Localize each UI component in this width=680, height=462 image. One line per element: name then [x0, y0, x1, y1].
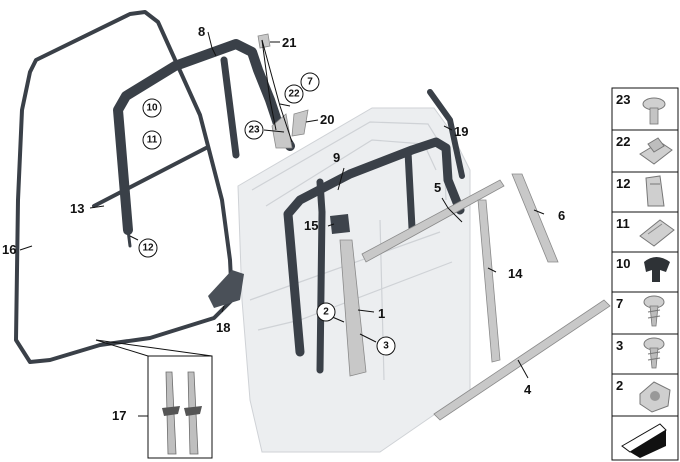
callout-6: 6	[558, 208, 565, 223]
legend-item-2: 2	[616, 378, 671, 413]
pillar-cover	[339, 239, 367, 377]
legend-item-11: 11	[616, 216, 675, 247]
corner-part-23	[271, 113, 293, 149]
callout-labels: 8 21 20 19 9 5 6 15 14 1 4 13 16 18 17	[2, 24, 565, 423]
svg-text:7: 7	[616, 296, 623, 311]
vertical-strip-14	[477, 199, 501, 363]
legend-item-22: 22	[616, 134, 673, 165]
clip-part-21	[257, 33, 271, 49]
callout-20: 20	[320, 112, 334, 127]
circled-callout-22: 22	[284, 84, 304, 104]
trim-strip-6	[511, 173, 559, 263]
svg-text:2: 2	[323, 307, 329, 318]
callout-21: 21	[282, 35, 296, 50]
svg-text:22: 22	[616, 134, 630, 149]
circled-callout-7: 7	[300, 72, 320, 92]
guide-rail	[427, 89, 465, 179]
svg-text:11: 11	[147, 135, 158, 146]
svg-text:12: 12	[616, 176, 630, 191]
svg-text:10: 10	[616, 256, 630, 271]
circled-callout-3: 3	[376, 336, 396, 356]
legend-item-23: 23	[616, 92, 666, 125]
callout-13: 13	[70, 201, 84, 216]
legend-item-7: 7	[616, 295, 665, 327]
inner-strip	[92, 146, 208, 208]
svg-text:12: 12	[142, 243, 154, 254]
svg-text:7: 7	[307, 77, 313, 88]
callout-18: 18	[216, 320, 230, 335]
callout-9: 9	[333, 150, 340, 165]
circled-callout-23: 23	[244, 120, 264, 140]
callout-16: 16	[2, 242, 16, 257]
circled-callouts: 10 11 12 7 22 23 2 3	[138, 72, 396, 356]
clip-part-20	[291, 109, 309, 137]
svg-text:23: 23	[616, 92, 630, 107]
svg-text:3: 3	[383, 341, 389, 352]
clip-15	[330, 214, 350, 234]
svg-text:2: 2	[616, 378, 623, 393]
callout-14: 14	[508, 266, 523, 281]
svg-text:22: 22	[288, 89, 300, 100]
svg-text:23: 23	[248, 125, 260, 136]
callout-19: 19	[454, 124, 468, 139]
leader-lines	[19, 31, 545, 417]
circled-callout-2: 2	[316, 302, 336, 322]
detail-inset-17	[95, 339, 213, 459]
sill-strip	[433, 299, 611, 421]
legend-item-10: 10	[616, 256, 670, 282]
svg-text:3: 3	[616, 338, 623, 353]
legend-item-3: 3	[616, 337, 665, 369]
callout-5: 5	[434, 180, 441, 195]
window-channel-seal	[283, 137, 465, 357]
outer-belt-strip	[361, 179, 505, 263]
fastener-legend: 23 22 12 11 10 7	[611, 87, 679, 461]
callout-1: 1	[378, 306, 385, 321]
callout-4: 4	[524, 382, 532, 397]
circled-callout-11: 11	[142, 130, 162, 150]
svg-text:10: 10	[146, 103, 158, 114]
scale-arrow-icon	[621, 423, 667, 458]
callout-8: 8	[198, 24, 205, 39]
window-frame-seal	[113, 39, 295, 235]
callout-17: 17	[112, 408, 126, 423]
callout-15: 15	[304, 218, 318, 233]
circled-callout-10: 10	[142, 98, 162, 118]
bracket-18	[208, 270, 244, 308]
legend-item-12: 12	[616, 175, 665, 207]
circled-callout-12: 12	[138, 238, 158, 258]
svg-text:11: 11	[616, 216, 630, 231]
